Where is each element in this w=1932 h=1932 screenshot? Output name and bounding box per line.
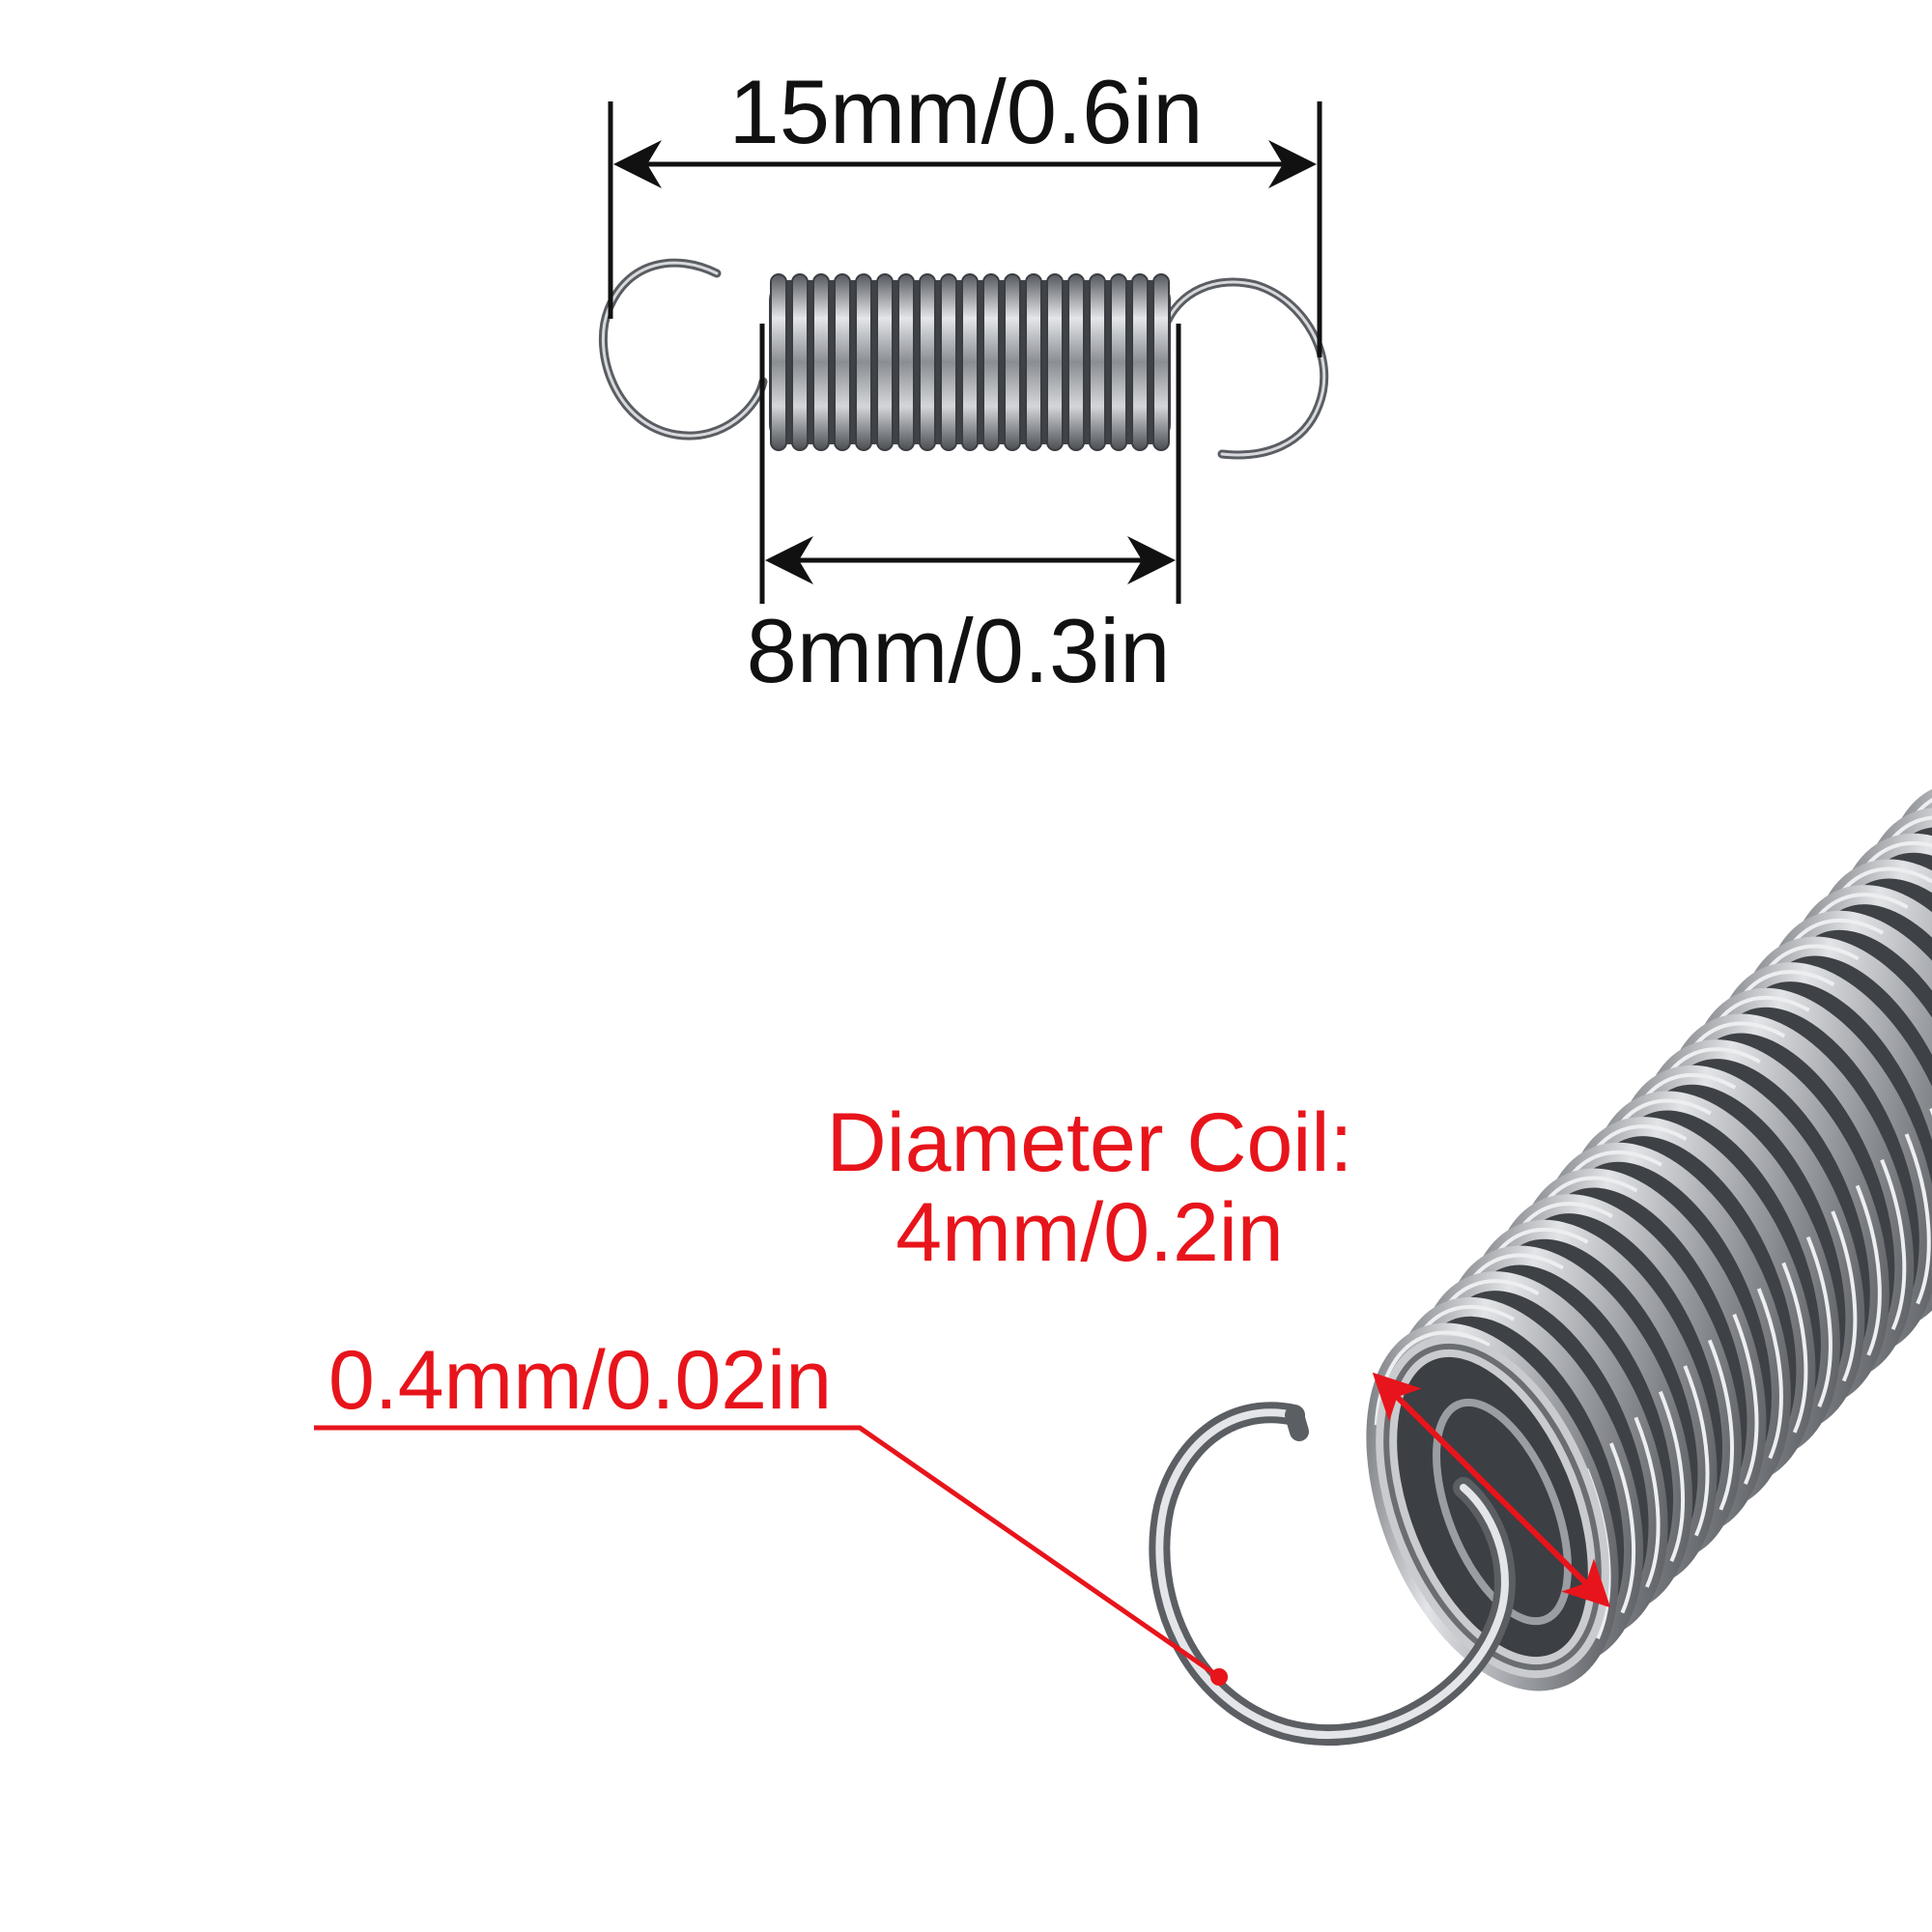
top-coil-turn — [919, 273, 936, 451]
top-coil-turn — [1089, 273, 1106, 451]
body-length-dimension: 8mm/0.3in — [747, 324, 1181, 701]
top-coil-turn — [770, 273, 787, 451]
top-coil-turn — [1067, 273, 1085, 451]
top-coil-turn — [1004, 273, 1021, 451]
coil-diameter-annotation: Diameter Coil: 4mm/0.2in — [827, 1096, 1611, 1608]
wire-diameter-annotation: 0.4mm/0.02in — [314, 1334, 1228, 1686]
coil-diameter-title: Diameter Coil: — [827, 1096, 1353, 1189]
total-length-dimension: 15mm/0.6in — [608, 61, 1322, 357]
closeup-coil-highlight — [1792, 893, 1932, 1246]
top-coil-turn — [1131, 273, 1149, 451]
top-coil-turn — [1025, 273, 1042, 451]
top-coil-turn — [791, 273, 809, 451]
top-spring-left-hook — [598, 258, 768, 440]
top-coil-turn — [961, 273, 979, 451]
coil-diameter-value: 4mm/0.2in — [895, 1186, 1284, 1279]
closeup-coil-highlight — [1768, 918, 1932, 1271]
total-length-label: 15mm/0.6in — [728, 61, 1203, 162]
top-coil-turn — [812, 273, 830, 451]
closeup-coil-highlight — [1841, 840, 1932, 1194]
body-length-label: 8mm/0.3in — [747, 600, 1171, 701]
top-coil-turn — [897, 273, 915, 451]
closeup-coil-highlight — [1816, 867, 1932, 1220]
wire-diameter-label: 0.4mm/0.02in — [328, 1334, 832, 1427]
top-coil-turn — [834, 273, 851, 451]
top-coil-turn — [1110, 273, 1127, 451]
top-coil-turn — [1046, 273, 1064, 451]
top-coil-turn — [940, 273, 957, 451]
top-spring-right-hook — [1159, 277, 1329, 460]
top-spring — [598, 258, 1329, 460]
closeup-coil-highlight — [1743, 944, 1932, 1297]
top-coil-turn — [876, 273, 894, 451]
top-coil-turn — [855, 273, 872, 451]
top-spring-coils — [769, 273, 1171, 451]
top-coil-turn — [982, 273, 1000, 451]
top-coil-turn — [1152, 273, 1170, 451]
closeup-coil-highlight — [1865, 815, 1932, 1169]
